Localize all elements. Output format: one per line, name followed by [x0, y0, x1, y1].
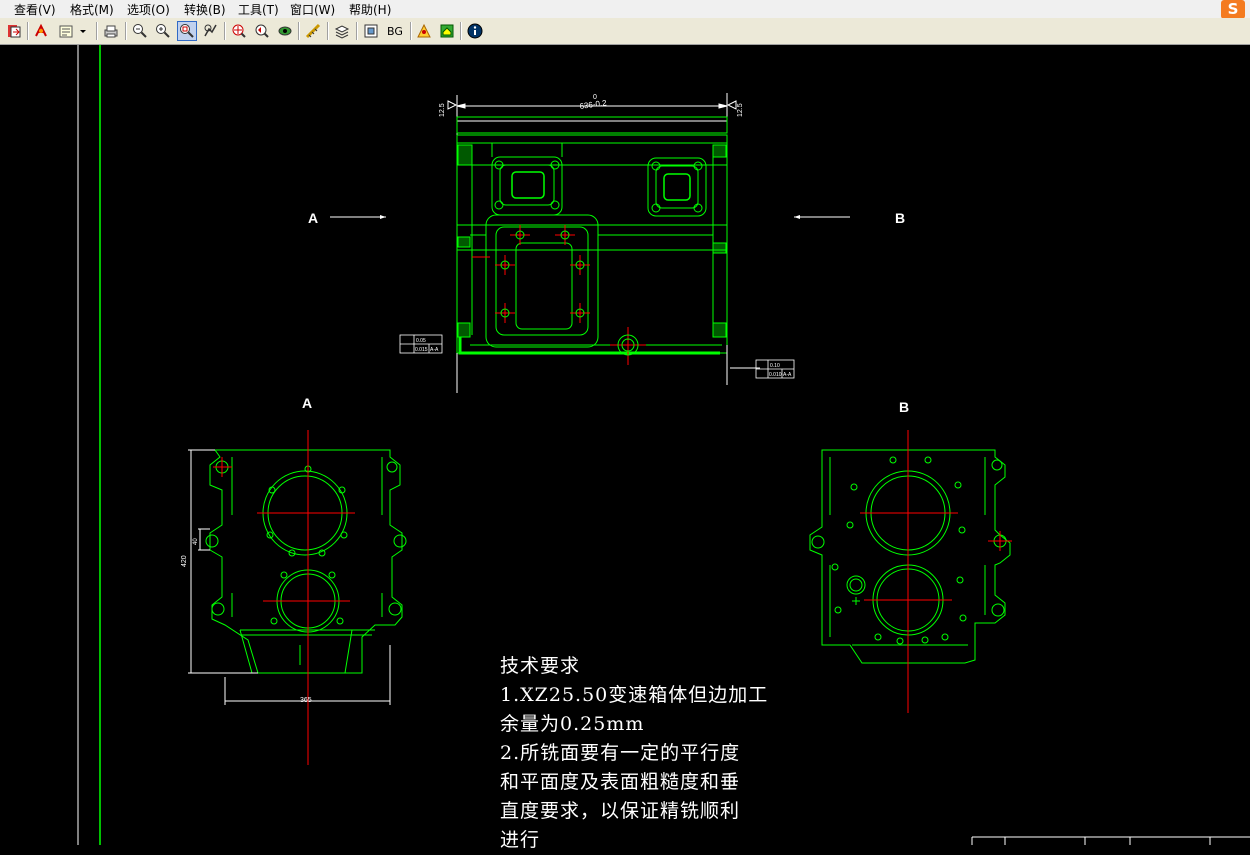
- section-b-title: B: [899, 399, 909, 415]
- pdf-export-icon[interactable]: [31, 21, 51, 41]
- toolbar: BG: [0, 18, 1250, 45]
- dim-bottom-width: 365: [300, 697, 312, 704]
- view-label-b: B: [895, 210, 905, 226]
- section-a-centerlines: [213, 430, 355, 765]
- dim-side-height: 420: [181, 555, 188, 567]
- title-block: [971, 836, 1250, 845]
- section-b-view: [809, 449, 1011, 664]
- menu-tools[interactable]: 工具(T): [238, 3, 279, 17]
- eye-view-icon[interactable]: [275, 21, 295, 41]
- dim-left-small: 12.5: [439, 103, 446, 117]
- dim-top-main: 636-0.2: [579, 98, 608, 111]
- menu-bar: 查看(V) 格式(M) 选项(O) 转换(B) 工具(T) 窗口(W) 帮助(H…: [0, 0, 1250, 19]
- zoom-previous-icon[interactable]: [252, 21, 272, 41]
- tolerance-left-1: 0.05: [416, 338, 426, 344]
- menu-options[interactable]: 选项(O): [127, 3, 170, 17]
- tolerance-frame-right: [755, 359, 795, 379]
- dim-top-small: 0: [593, 94, 597, 101]
- view-label-a: A: [308, 210, 318, 226]
- tolerance-left-ref: A-A: [430, 347, 439, 353]
- dropdown-arrow-icon[interactable]: [76, 21, 90, 41]
- dim-right-small: 12.5: [737, 103, 744, 117]
- zoom-out-icon[interactable]: [130, 21, 150, 41]
- menu-convert[interactable]: 转换(B): [184, 3, 226, 17]
- ime-logo[interactable]: S: [1221, 0, 1245, 19]
- section-b-centerlines: [860, 430, 1012, 713]
- menu-help[interactable]: 帮助(H): [349, 3, 392, 17]
- measure-icon[interactable]: [303, 21, 323, 41]
- notes-line: 直度要求，以保证精铣顺利: [500, 800, 741, 822]
- user-icon[interactable]: [414, 21, 434, 41]
- tolerance-left-2: 0.015: [415, 347, 428, 353]
- tolerance-frame-left: [399, 334, 443, 354]
- tolerance-right-2: 0.010: [769, 372, 782, 378]
- hole-marks: [472, 225, 646, 365]
- menu-window[interactable]: 窗口(W): [290, 3, 336, 17]
- notes-line: 余量为0.25mm: [500, 713, 645, 735]
- exit-icon[interactable]: [4, 21, 24, 41]
- zoom-window-icon[interactable]: [177, 21, 197, 41]
- tolerance-right-1: 0.10: [770, 363, 780, 369]
- print-icon[interactable]: [101, 21, 121, 41]
- page-setup-icon[interactable]: [56, 21, 76, 41]
- notes-title: 技术要求: [500, 655, 581, 677]
- layers-icon[interactable]: [332, 21, 352, 41]
- menu-view[interactable]: 查看(V): [14, 3, 56, 17]
- zoom-extents-icon[interactable]: [229, 21, 249, 41]
- notes-line: 2.所铣面要有一定的平行度: [500, 742, 741, 764]
- zoom-in-icon[interactable]: [153, 21, 173, 41]
- view-arrows: [330, 215, 850, 219]
- tolerance-right-ref: A-A: [783, 372, 792, 378]
- notes-line: 和平面度及表面粗糙度和垂: [500, 771, 741, 793]
- menu-format[interactable]: 格式(M): [70, 3, 114, 17]
- home-icon[interactable]: [437, 21, 457, 41]
- notes-line: 1.XZ25.50变速箱体但边加工: [500, 684, 769, 706]
- info-icon[interactable]: [465, 21, 485, 41]
- notes-line: 进行: [500, 829, 541, 851]
- section-a-view: [188, 449, 407, 705]
- drawing-canvas[interactable]: A B 636-0.2 0 12.5 12.5 0.05 0.015 A-A 0…: [0, 45, 1250, 845]
- frame-icon[interactable]: [361, 21, 381, 41]
- top-view: [447, 93, 760, 393]
- zoom-realtime-icon[interactable]: [200, 21, 220, 41]
- background-toggle-button[interactable]: BG: [387, 24, 403, 38]
- dim-side-small: 40: [193, 538, 199, 545]
- section-a-title: A: [302, 395, 312, 411]
- technical-requirements-note: 技术要求 1.XZ25.50变速箱体但边加工 余量为0.25mm 2.所铣面要有…: [500, 652, 768, 855]
